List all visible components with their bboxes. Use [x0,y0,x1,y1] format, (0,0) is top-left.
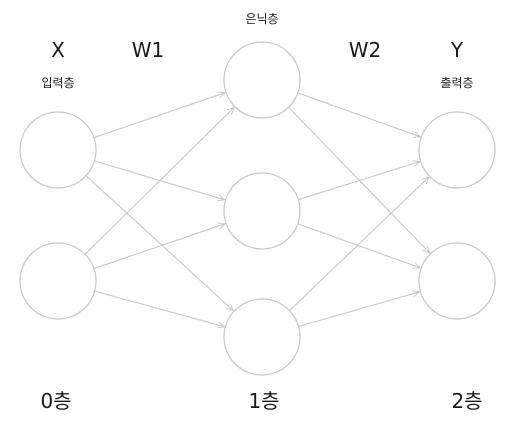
output-y-label: Y [450,38,464,62]
neuron-layer1-0 [223,41,301,119]
connection-arrow-l1-n2-to-n1 [298,292,420,328]
neuron-layer0-0 [19,111,97,189]
hidden-layer-label: 은닉층 [245,12,279,26]
connection-arrow-l0-n1-to-n0 [84,107,234,255]
connection-arrow-l1-n2-to-n0 [289,177,429,312]
weights-w2-label: W2 [348,38,382,62]
weights-w1-label: W1 [131,38,165,62]
neuron-layer2-0 [418,111,496,189]
output-layer-label: 출력층 [440,76,474,90]
layer-2-label: 2층 [451,389,483,413]
neuron-layer0-1 [19,242,97,320]
neuron-layer1-1 [223,172,301,250]
layer-1-label: 1층 [248,389,280,413]
connection-arrow-l0-n1-to-n1 [93,224,225,270]
connection-arrow-l1-n0-to-n0 [297,92,421,137]
neuron-layer1-2 [223,298,301,376]
input-x-label: X [51,38,65,62]
connection-arrow-l1-n1-to-n1 [297,223,421,268]
input-layer-label: 입력층 [41,76,75,90]
connection-arrow-l1-n1-to-n0 [298,162,420,201]
connection-arrow-l0-n0-to-n2 [85,175,233,311]
connection-arrow-l0-n1-to-n2 [94,290,225,327]
layer-0-label: 0층 [40,389,72,413]
connection-arrow-l0-n0-to-n0 [93,93,225,139]
neuron-layer2-1 [418,242,496,320]
